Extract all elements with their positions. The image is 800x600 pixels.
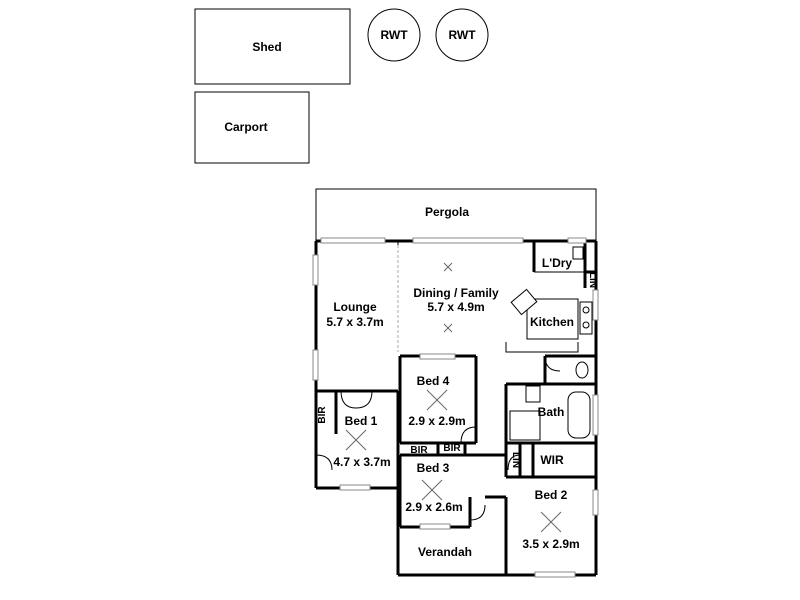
dining-family-label: Dining / Family xyxy=(413,286,499,300)
laundry-label: L'Dry xyxy=(542,256,573,270)
bed4-size: 2.9 x 2.9m xyxy=(408,414,465,428)
bed3-label: Bed 3 xyxy=(417,461,450,475)
windows xyxy=(312,237,599,578)
interior-walls xyxy=(316,241,596,575)
rainwater-tank-1 xyxy=(367,8,421,62)
bed2-size: 3.5 x 2.9m xyxy=(522,537,579,551)
carport-outline xyxy=(194,91,310,164)
shed-label: Shed xyxy=(252,40,281,54)
linen-laundry-label: LIN xyxy=(587,272,598,288)
pergola-outline xyxy=(315,188,597,242)
lounge-size: 5.7 x 3.7m xyxy=(326,315,383,329)
fixtures xyxy=(509,246,593,441)
bir-bed1-label: BIR xyxy=(317,406,328,424)
verandah-label: Verandah xyxy=(418,545,472,559)
carport-label: Carport xyxy=(224,120,267,134)
bed1-label: Bed 1 xyxy=(345,414,378,428)
pergola-label: Pergola xyxy=(425,205,469,219)
bir-bed4-label: BIR xyxy=(410,445,428,456)
bed1-size: 4.7 x 3.7m xyxy=(333,455,390,469)
bed3-size: 2.9 x 2.6m xyxy=(405,500,462,514)
bed2-label: Bed 2 xyxy=(535,488,568,502)
dining-family-size: 5.7 x 4.9m xyxy=(427,300,484,314)
shed-outline xyxy=(194,8,351,85)
bir-bed3-label: BIR xyxy=(443,443,461,454)
wir-label: WIR xyxy=(540,453,564,467)
rwt-1-label: RWT xyxy=(380,28,408,42)
bed4-label: Bed 4 xyxy=(417,374,450,388)
rainwater-tank-2 xyxy=(435,8,489,62)
ceiling-fans xyxy=(345,262,562,533)
rwt-2-label: RWT xyxy=(448,28,476,42)
doors xyxy=(315,355,561,521)
lounge-label: Lounge xyxy=(333,300,377,314)
linen-hall-label: LIN xyxy=(510,452,521,468)
bath-label: Bath xyxy=(538,405,565,419)
kitchen-label: Kitchen xyxy=(530,315,574,329)
